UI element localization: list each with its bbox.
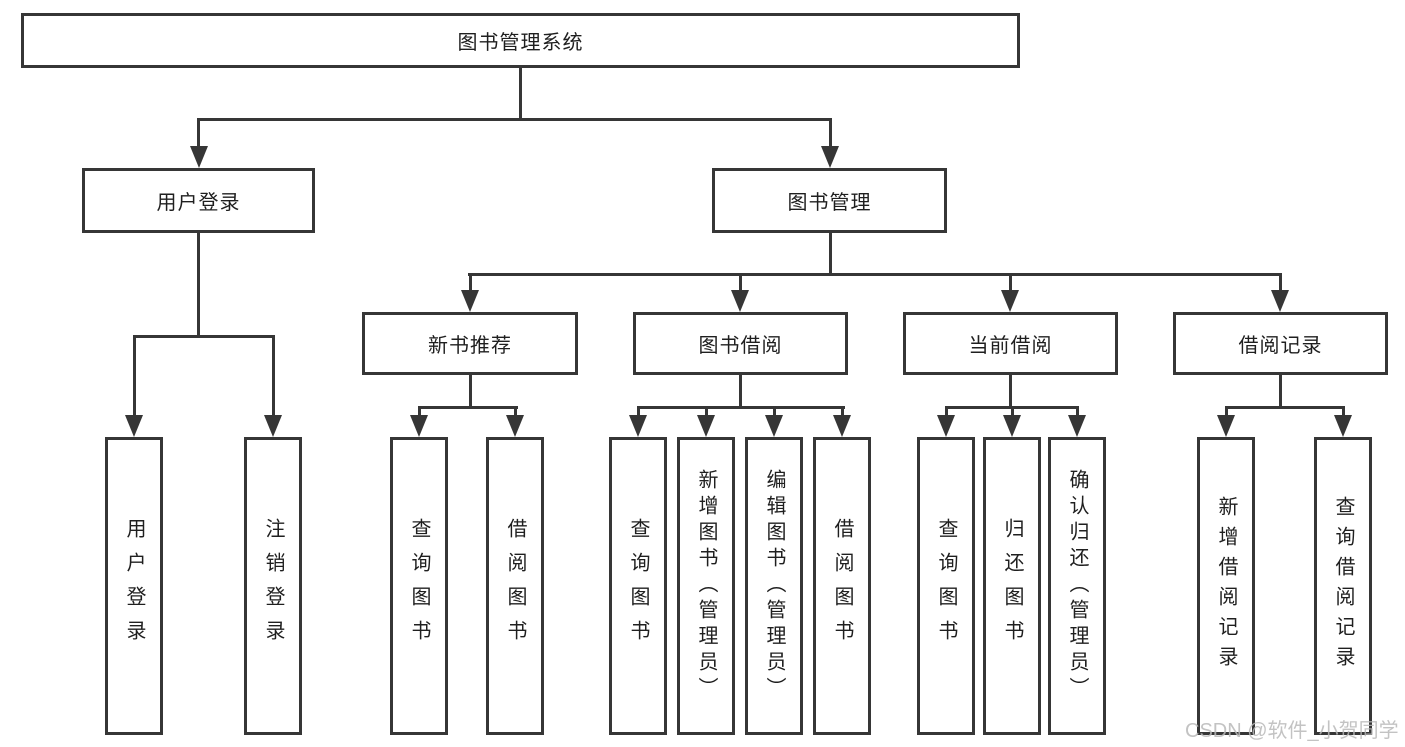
arrowhead-leaf-icon — [937, 415, 955, 437]
leaf-add-borrow-record: 新增借阅记录 — [1197, 437, 1255, 735]
connector-to-current-borrow — [1009, 273, 1012, 295]
arrowhead-leaf-icon — [1334, 415, 1352, 437]
connector-book-borrow-rail — [637, 406, 845, 409]
connector-leaf — [945, 406, 948, 420]
arrowhead-leaf-icon — [833, 415, 851, 437]
connector-to-book-borrow — [739, 273, 742, 295]
leaf-borrow-books-recommend: 借阅图书 — [486, 437, 544, 735]
connector-leaf — [1342, 406, 1345, 420]
connector-leaf — [705, 406, 708, 420]
connector-leaf — [418, 406, 421, 420]
arrowhead-book-management-icon — [821, 146, 839, 168]
arrowhead-leaf-icon — [1068, 415, 1086, 437]
connector-to-user-login — [197, 118, 200, 152]
arrowhead-leaf-icon — [629, 415, 647, 437]
arrowhead-user-login-icon — [190, 146, 208, 168]
arrowhead-leaf-icon — [697, 415, 715, 437]
node-user-login: 用户登录 — [82, 168, 315, 233]
node-book-borrow: 图书借阅 — [633, 312, 848, 375]
leaf-query-books-recommend: 查询图书 — [390, 437, 448, 735]
connector-root-stub — [519, 68, 522, 120]
connector-to-borrow-records — [1279, 273, 1282, 295]
leaf-query-books-current: 查询图书 — [917, 437, 975, 735]
node-book-management: 图书管理 — [712, 168, 947, 233]
arrowhead-leaf-icon — [410, 415, 428, 437]
leaf-confirm-return-admin: 确认归还（管理员） — [1048, 437, 1106, 735]
connector-leaf — [841, 406, 844, 420]
connector-leaf — [1225, 406, 1228, 420]
leaf-borrow-books: 借阅图书 — [813, 437, 871, 735]
arrowhead-leaf-logout-icon — [264, 415, 282, 437]
connector-level1-rail — [197, 118, 832, 121]
connector-book-management-stub — [829, 233, 832, 276]
connector-user-login-stub — [197, 233, 200, 335]
node-current-borrow: 当前借阅 — [903, 312, 1118, 375]
connector-leaf — [514, 406, 517, 420]
leaf-query-borrow-record: 查询借阅记录 — [1314, 437, 1372, 735]
arrowhead-borrow-records-icon — [1271, 290, 1289, 312]
node-new-book-recommend: 新书推荐 — [362, 312, 578, 375]
connector-to-leaf-logout — [272, 335, 275, 419]
csdn-watermark: CSDN @软件_小贺同学 — [1185, 720, 1399, 742]
connector-to-leaf-login — [133, 335, 136, 419]
connector-leaf — [637, 406, 640, 420]
leaf-logout-login: 注销登录 — [244, 437, 302, 735]
connector-new-book-rail — [418, 406, 518, 409]
connector-borrow-records-rail — [1225, 406, 1345, 409]
connector-leaf — [1076, 406, 1079, 420]
node-library-management-system: 图书管理系统 — [21, 13, 1020, 68]
arrowhead-leaf-login-icon — [125, 415, 143, 437]
arrowhead-new-book-icon — [461, 290, 479, 312]
arrowhead-leaf-icon — [1217, 415, 1235, 437]
arrowhead-leaf-icon — [506, 415, 524, 437]
connector-level2-rail — [468, 273, 1282, 276]
connector-user-login-rail — [133, 335, 275, 338]
connector-leaf — [1011, 406, 1014, 420]
node-borrow-records: 借阅记录 — [1173, 312, 1388, 375]
connector-book-borrow-stub — [739, 375, 742, 409]
leaf-return-books: 归还图书 — [983, 437, 1041, 735]
connector-to-new-book — [469, 273, 472, 295]
leaf-add-books-admin: 新增图书（管理员） — [677, 437, 735, 735]
arrowhead-leaf-icon — [1003, 415, 1021, 437]
connector-to-book-management — [829, 118, 832, 152]
arrowhead-book-borrow-icon — [731, 290, 749, 312]
arrowhead-leaf-icon — [765, 415, 783, 437]
connector-new-book-stub — [469, 375, 472, 409]
connector-leaf — [773, 406, 776, 420]
leaf-edit-books-admin: 编辑图书（管理员） — [745, 437, 803, 735]
arrowhead-current-borrow-icon — [1001, 290, 1019, 312]
connector-current-borrow-stub — [1009, 375, 1012, 409]
leaf-query-books-borrow: 查询图书 — [609, 437, 667, 735]
leaf-user-login: 用户登录 — [105, 437, 163, 735]
connector-borrow-records-stub — [1279, 375, 1282, 409]
